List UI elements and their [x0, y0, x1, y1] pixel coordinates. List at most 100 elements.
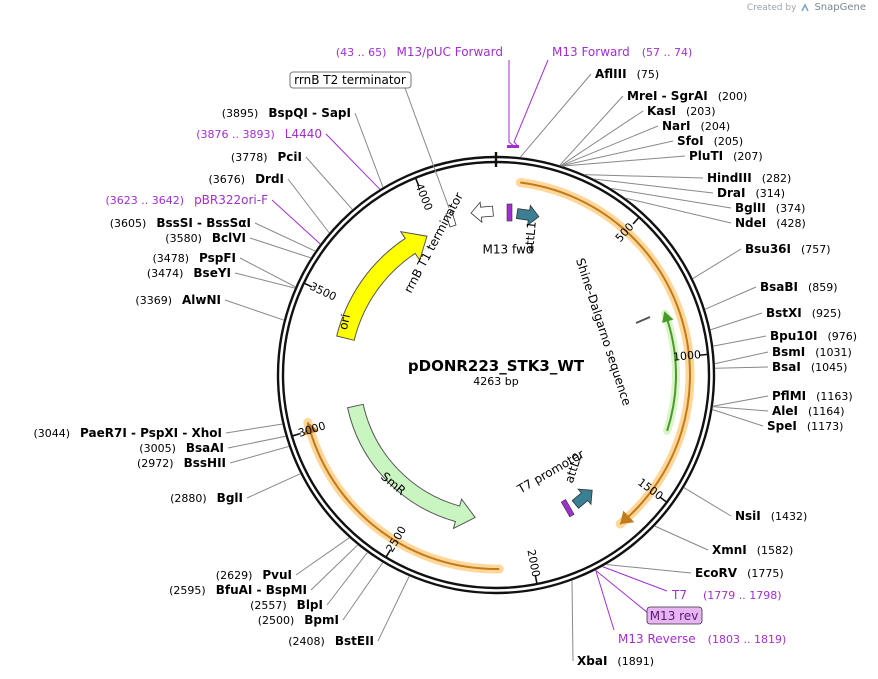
- connector-line: [625, 197, 732, 224]
- connector-line: [325, 133, 381, 190]
- site-name: PluTI: [689, 149, 723, 163]
- enzyme-label: Bsu36I(757): [745, 242, 831, 256]
- site-coordinate: (2595): [169, 584, 206, 597]
- site-name: XmnI: [712, 543, 747, 557]
- site-name: EcoRV: [695, 566, 738, 580]
- m13-fwd-label: M13 fwd: [483, 243, 534, 257]
- enzyme-label: HindIII(282): [707, 171, 791, 185]
- attl2-arrow-shape: [571, 488, 593, 509]
- primer-label: (3876 .. 3893)L4440: [196, 127, 322, 141]
- site-name: BclVI: [212, 231, 246, 245]
- orange-track-left: [306, 422, 500, 570]
- connector-line: [519, 73, 592, 158]
- site-coordinate: (1432): [771, 510, 808, 523]
- ruler-tick-label: 2000: [524, 548, 542, 578]
- m13-rev-label: M13 rev: [650, 609, 699, 623]
- site-name: BlpI: [297, 598, 323, 612]
- site-name: BseYI: [193, 266, 231, 280]
- connector-line: [714, 366, 769, 369]
- site-coordinate: (3623 .. 3642): [106, 194, 185, 207]
- site-name: NdeI: [735, 216, 766, 230]
- site-coordinate: (1891): [617, 655, 654, 668]
- site-coordinate: (205): [714, 135, 744, 148]
- enzyme-label: MreI - SgrAI(200): [627, 89, 747, 103]
- connector-line: [239, 257, 296, 288]
- enzyme-label: (3895)BspQI - SapI: [222, 106, 351, 120]
- ruler-tick-label: 1000: [672, 348, 701, 364]
- site-coordinate: (1045): [811, 361, 848, 374]
- site-name: BstEII: [335, 634, 374, 648]
- connector-line: [593, 178, 714, 194]
- site-labels: AflIII(75)MreI - SgrAI(200)KasI(203)NarI…: [33, 45, 857, 668]
- site-coordinate: (757): [801, 243, 831, 256]
- ruler-tick: [632, 216, 640, 225]
- site-coordinate: (43 .. 65): [336, 46, 387, 59]
- connector-line: [571, 580, 574, 662]
- site-coordinate: (3876 .. 3893): [196, 128, 275, 141]
- connector-line: [704, 286, 757, 310]
- connector-line: [692, 248, 742, 280]
- attl2-arrow: [571, 488, 593, 509]
- connector-line: [561, 155, 686, 167]
- connector-line: [713, 335, 767, 347]
- site-coordinate: (314): [755, 187, 785, 200]
- connector-line: [249, 237, 312, 259]
- shine-dalgarno-mark: [635, 316, 651, 324]
- site-name: MreI - SgrAI: [627, 89, 708, 103]
- m13-forward-connector: [513, 59, 549, 148]
- site-coordinate: (2629): [216, 569, 253, 582]
- top-primer-marker: [507, 145, 519, 148]
- site-name: BspQI - SapI: [268, 106, 351, 120]
- primer-label: (3623 .. 3642)pBR322ori-F: [106, 193, 269, 207]
- enzyme-label: (3478)PspFI: [152, 251, 236, 265]
- site-name: DrdI: [255, 172, 284, 186]
- enzyme-label: PluTI(207): [689, 149, 763, 163]
- shine-dalgarno-label: Shine-Dalgarno sequence: [573, 256, 634, 407]
- m13-puc-forward-label: (43 .. 65)M13/pUC Forward: [336, 45, 503, 59]
- enzyme-label: (2408)BstEII: [288, 634, 374, 648]
- site-name: BsaBI: [760, 280, 798, 294]
- connector-line: [271, 199, 321, 245]
- connector-line: [227, 435, 286, 449]
- site-name: SpeI: [767, 419, 797, 433]
- connector-line: [584, 174, 704, 179]
- connector-line: [246, 473, 301, 499]
- site-coordinate: (3778): [231, 151, 268, 164]
- snapgene-logo-icon: [801, 2, 810, 11]
- site-coordinate: (2880): [170, 492, 207, 505]
- enzyme-label: BsmI(1031): [772, 345, 852, 359]
- site-coordinate: (859): [808, 281, 838, 294]
- plasmid-name: pDONR223_STK3_WT: [408, 357, 585, 375]
- rrnb-t2-callout-box: [289, 71, 412, 89]
- enzyme-label: (3044)PaeR7I - PspXI - XhoI: [33, 426, 222, 440]
- site-name: NsiI: [735, 509, 761, 523]
- connector-line: [234, 272, 296, 289]
- enzyme-label: SfoI(205): [677, 134, 743, 148]
- enzyme-label: KasI(203): [647, 104, 716, 118]
- attl1-label: attL1: [522, 221, 539, 253]
- connector-line: [560, 125, 659, 167]
- connector-line: [559, 95, 624, 166]
- rrnb-t1-terminator-arrow-shape: [470, 201, 494, 224]
- m13-reverse-primer-label: M13 Reverse(1803 .. 1819): [618, 632, 786, 646]
- ruler-tick: [291, 432, 301, 437]
- site-name: BsaAI: [186, 441, 224, 455]
- site-name: BpmI: [304, 613, 339, 627]
- connector-line: [712, 409, 764, 427]
- enzyme-label: NarI(204): [662, 119, 730, 133]
- label-connectors: [224, 59, 769, 662]
- enzyme-label: SpeI(1173): [767, 419, 843, 433]
- site-coordinate: (3474): [147, 267, 184, 280]
- created-by-label: Created by: [746, 2, 797, 13]
- ruler-tick: [414, 177, 420, 187]
- connector-line: [354, 112, 384, 188]
- site-coordinate: (374): [776, 202, 806, 215]
- t7-connector: [602, 566, 668, 592]
- site-name: PaeR7I - PspXI - XhoI: [80, 426, 222, 440]
- connector-line: [654, 525, 709, 551]
- connector-line: [310, 544, 359, 591]
- site-coordinate: (1164): [808, 405, 845, 418]
- ori-label: ori: [336, 313, 353, 331]
- enzyme-label: NsiI (1432): [735, 509, 807, 523]
